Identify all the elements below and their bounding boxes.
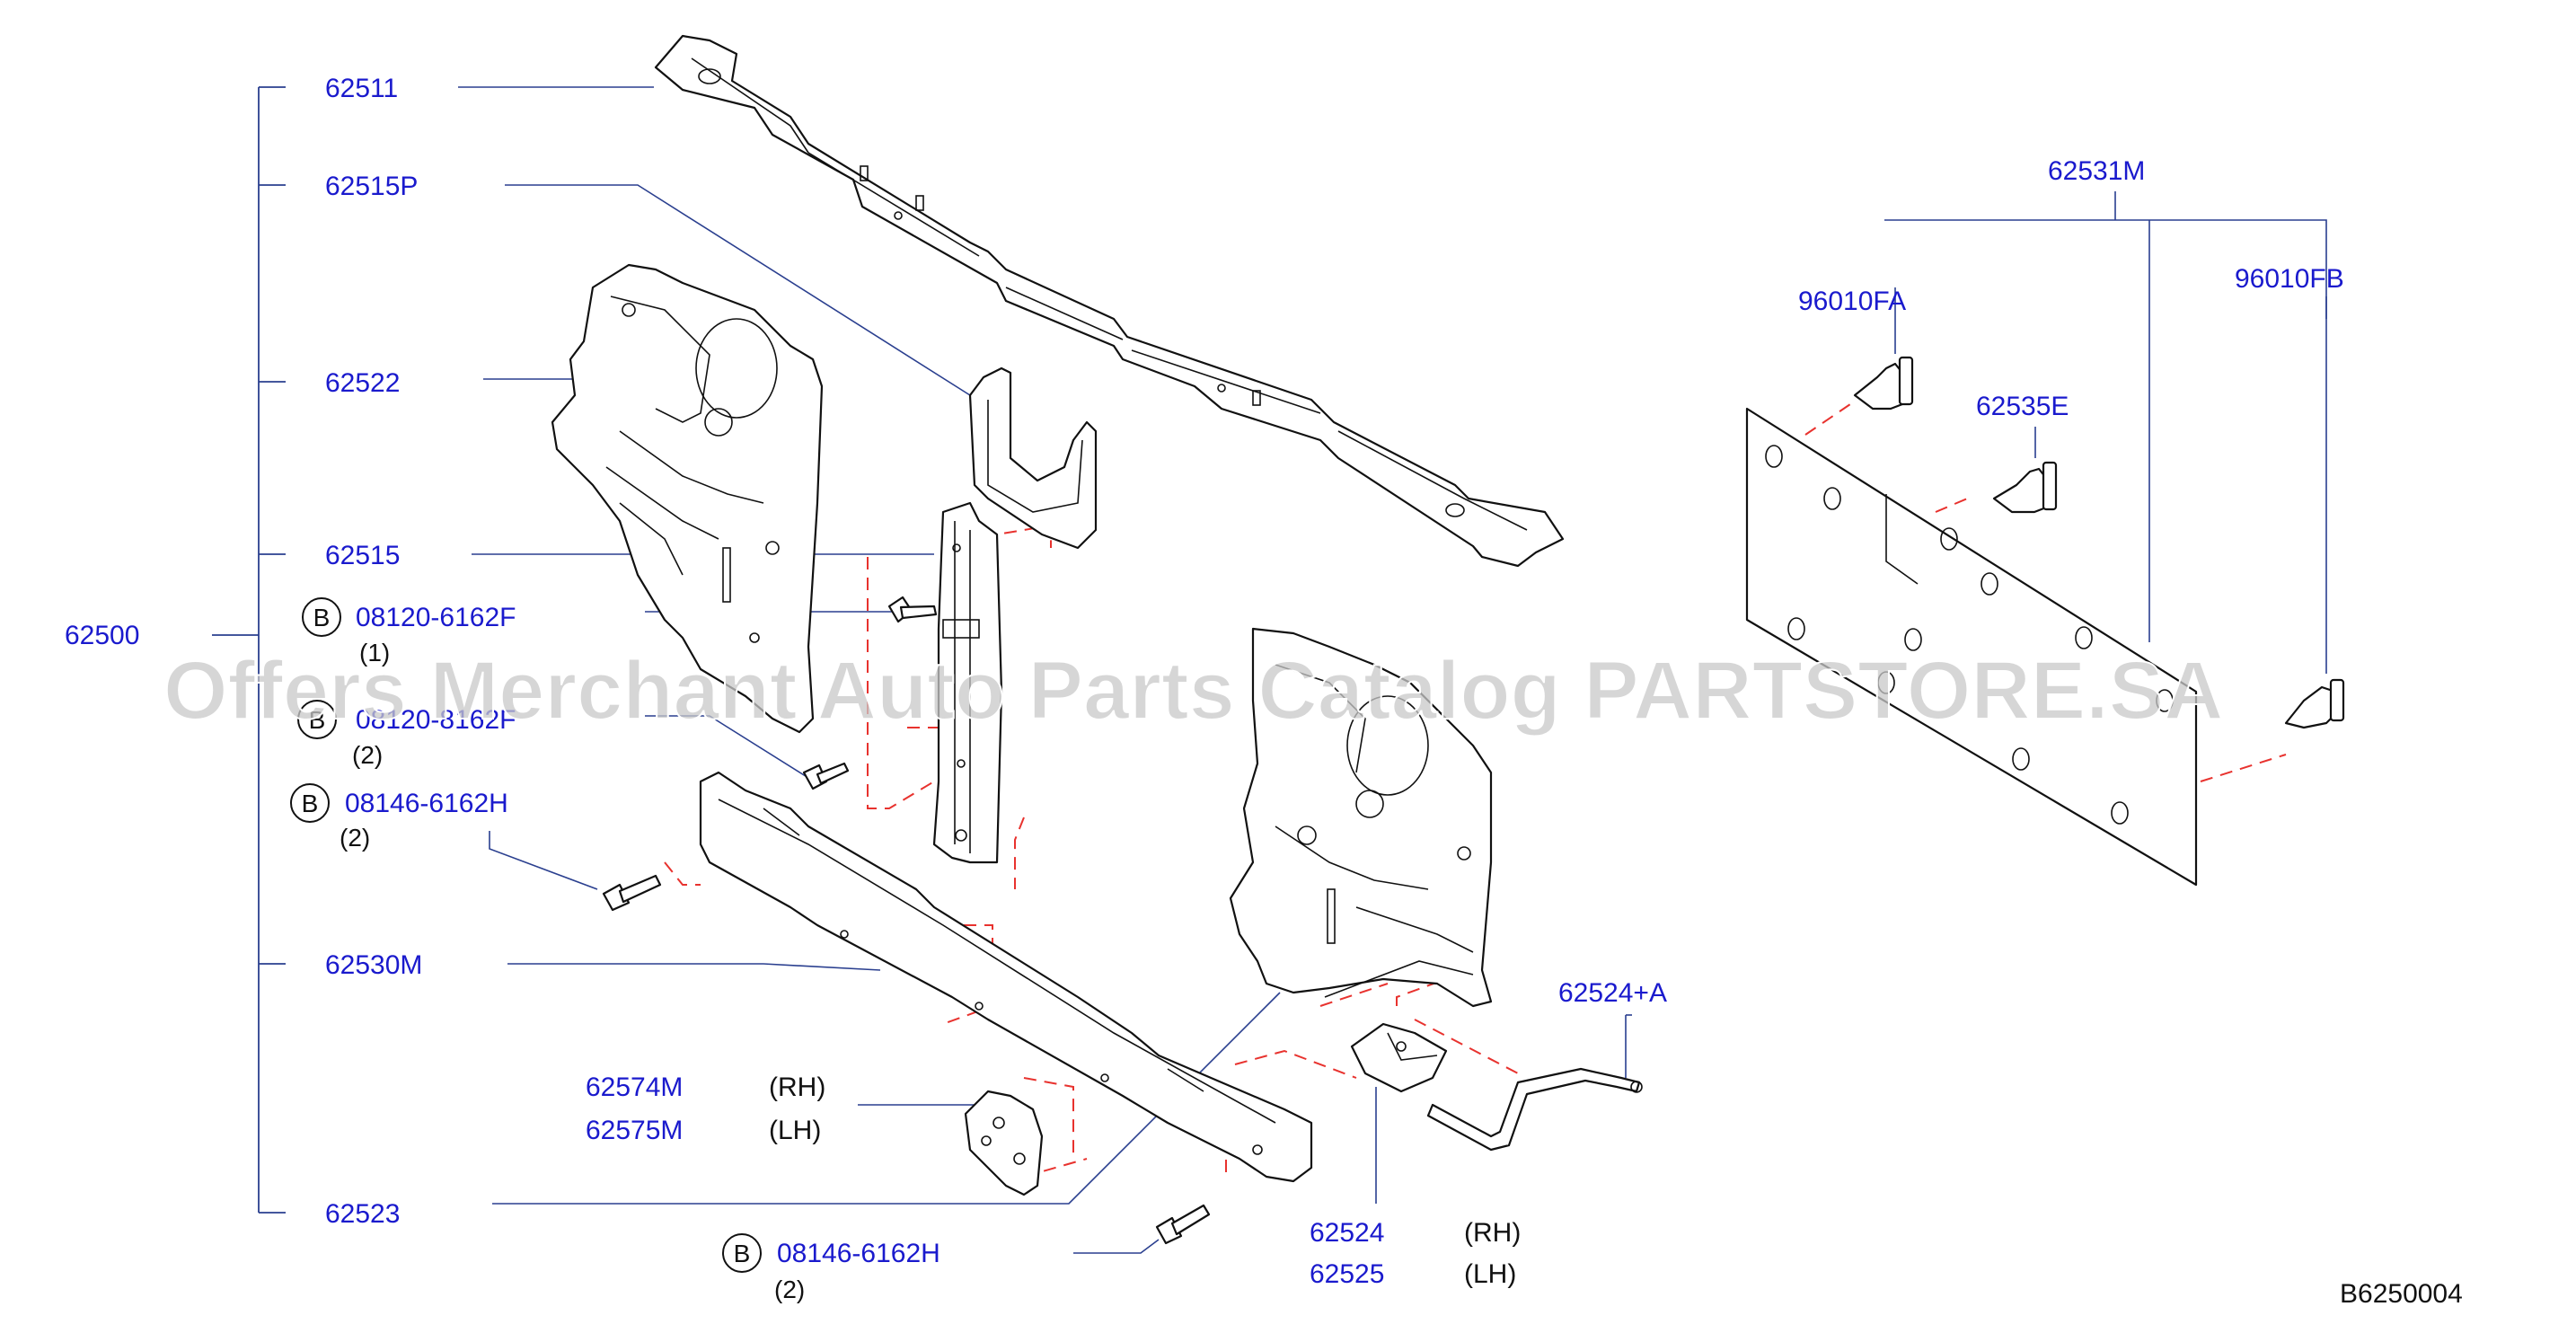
bolt-1-icon [887,596,938,623]
label-62575M[interactable]: 62575M [586,1116,683,1145]
label-62515P[interactable]: 62515P [325,172,418,201]
upper-support-part [654,34,1565,568]
label-62535E[interactable]: 62535E [1976,392,2069,421]
label-62522[interactable]: 62522 [325,368,400,398]
bracket-62515P-part [968,366,1098,550]
bolt-marker-3: B [290,783,330,823]
label-62524[interactable]: 62524 [1310,1218,1384,1248]
bolt-marker-letter: B [302,790,319,817]
label-assembly-62500[interactable]: 62500 [65,621,139,650]
label-62511[interactable]: 62511 [325,74,398,103]
label-62531M[interactable]: 62531M [2048,156,2145,186]
bolt-marker-4: B [722,1233,762,1273]
label-bolt-1-qty: (1) [359,639,390,666]
label-bolt-08120-6162F[interactable]: 08120-6162F [356,603,516,632]
clip-62535E-icon [1992,461,2058,514]
bolt-4-icon [1155,1204,1211,1245]
diagram-code: B6250004 [2340,1279,2463,1309]
label-96010FA[interactable]: 96010FA [1798,287,1906,316]
label-bolt-3-qty: (2) [340,824,370,852]
label-bolt-08146-6162H-lower[interactable]: 08146-6162H [777,1239,940,1268]
lower-support-part [699,771,1313,1183]
label-62524-side: (RH) [1464,1218,1521,1248]
assembly-tree [212,86,286,1214]
label-bolt-2-qty: (2) [352,741,383,769]
label-bolt-08120-8162F[interactable]: 08120-8162F [356,705,516,735]
bolt-marker-1: B [302,597,341,637]
bolt-marker-2: B [297,700,337,739]
label-96010FB[interactable]: 96010FB [2235,264,2344,294]
label-62574M-side: (RH) [769,1073,825,1102]
label-62575M-side: (LH) [769,1116,821,1145]
hood-rod-part [1426,1067,1643,1152]
side-panel-right-part [1229,627,1493,1008]
bracket-62574M-part [964,1090,1044,1196]
bolt-marker-letter: B [309,706,326,734]
seal-plate-part [1745,407,2198,887]
side-panel-left-part [551,263,824,734]
label-bolt-4-qty: (2) [774,1276,805,1303]
label-bolt-08146-6162H[interactable]: 08146-6162H [345,789,508,818]
label-62524A[interactable]: 62524+A [1558,978,1667,1008]
bolt-3-icon [602,874,662,912]
bolt-marker-letter: B [313,604,331,631]
label-62515[interactable]: 62515 [325,541,400,570]
bolt-2-icon [802,762,850,790]
bolt-marker-letter: B [734,1240,751,1267]
bracket-62524-part [1350,1022,1448,1093]
label-62574M[interactable]: 62574M [586,1073,683,1102]
label-62530M[interactable]: 62530M [325,950,422,980]
clip-96010FB-icon [2284,678,2345,729]
label-62523[interactable]: 62523 [325,1199,400,1229]
watermark-text: Offers Merchant Auto Parts Catalog PARTS… [163,645,2224,737]
label-62525[interactable]: 62525 [1310,1259,1384,1289]
center-stay-part [932,501,1003,864]
clip-96010FA-icon [1853,356,1914,410]
label-62525-side: (LH) [1464,1259,1516,1289]
